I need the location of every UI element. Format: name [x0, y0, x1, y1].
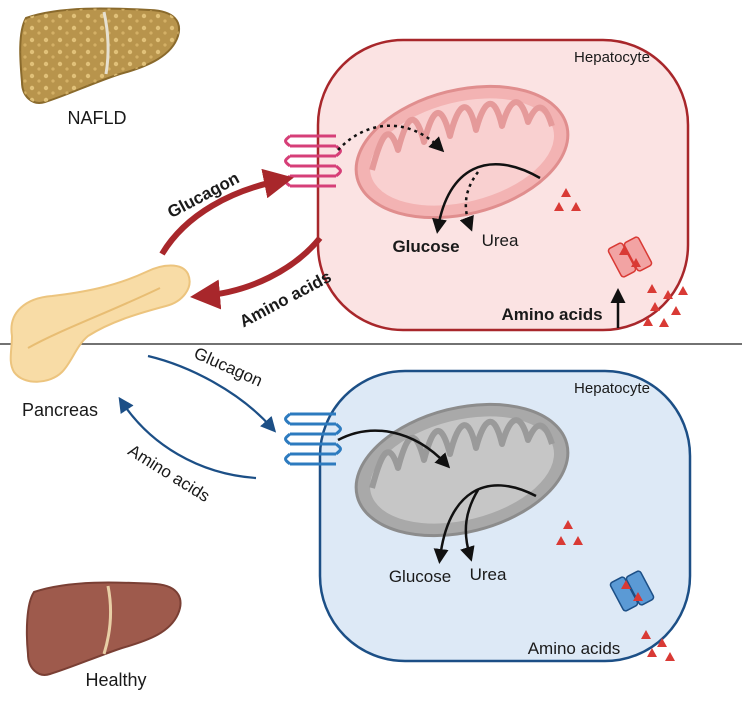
healthy-intracellular-amino-acids-icon	[556, 520, 583, 545]
healthy-urea-label: Urea	[470, 565, 507, 584]
nafld-glucagon-arrow	[159, 168, 294, 256]
nafld-extracellular-amino-acids-icon	[643, 284, 688, 327]
nafld-amino-acid-transporter-icon	[607, 236, 653, 278]
nafld-hepatocyte-label: Hepatocyte	[574, 49, 650, 66]
nafld-amino-uptake-label: Amino acids	[501, 305, 602, 324]
healthy-hepatocyte-label: Hepatocyte	[574, 380, 650, 397]
healthy-label: Healthy	[85, 670, 146, 690]
healthy-glucose-arrow	[433, 484, 537, 564]
healthy-glucagon-label: Glucagon	[191, 343, 265, 390]
healthy-extracellular-amino-acids-icon	[641, 630, 675, 661]
healthy-amino-uptake-label: Amino acids	[528, 639, 621, 658]
healthy-amino-acids-label: Amino acids	[125, 441, 214, 506]
nafld-amino-acids-label: Amino acids	[236, 267, 334, 331]
healthy-glucagon-arrow	[147, 354, 277, 433]
nafld-intracellular-amino-acids-icon	[554, 188, 581, 211]
healthy-amino-acids-arrow	[118, 396, 257, 480]
pancreas-icon	[9, 264, 191, 383]
nafld-glucose-label: Glucose	[392, 237, 459, 256]
healthy-signal-arrow	[337, 429, 451, 469]
nafld-label: NAFLD	[67, 108, 126, 128]
nafld-amino-acids-arrow	[190, 236, 323, 310]
pancreas-label: Pancreas	[22, 400, 98, 420]
healthy-urea-arrow	[460, 489, 480, 562]
healthy-liver-icon	[25, 581, 182, 676]
nafld-glucose-arrow	[432, 162, 541, 234]
nafld-liver-icon	[19, 7, 180, 104]
nafld-signal-arrow	[337, 124, 445, 153]
nafld-urea-arrow	[459, 171, 480, 232]
healthy-glucose-label: Glucose	[389, 567, 451, 586]
nafld-urea-label: Urea	[482, 231, 519, 250]
nafld-glucagon-receptor-icon	[284, 134, 342, 188]
nafld-mitochondrion-icon	[354, 84, 570, 220]
healthy-amino-acid-transporter-icon	[609, 570, 655, 612]
healthy-glucagon-receptor-icon	[284, 412, 342, 466]
